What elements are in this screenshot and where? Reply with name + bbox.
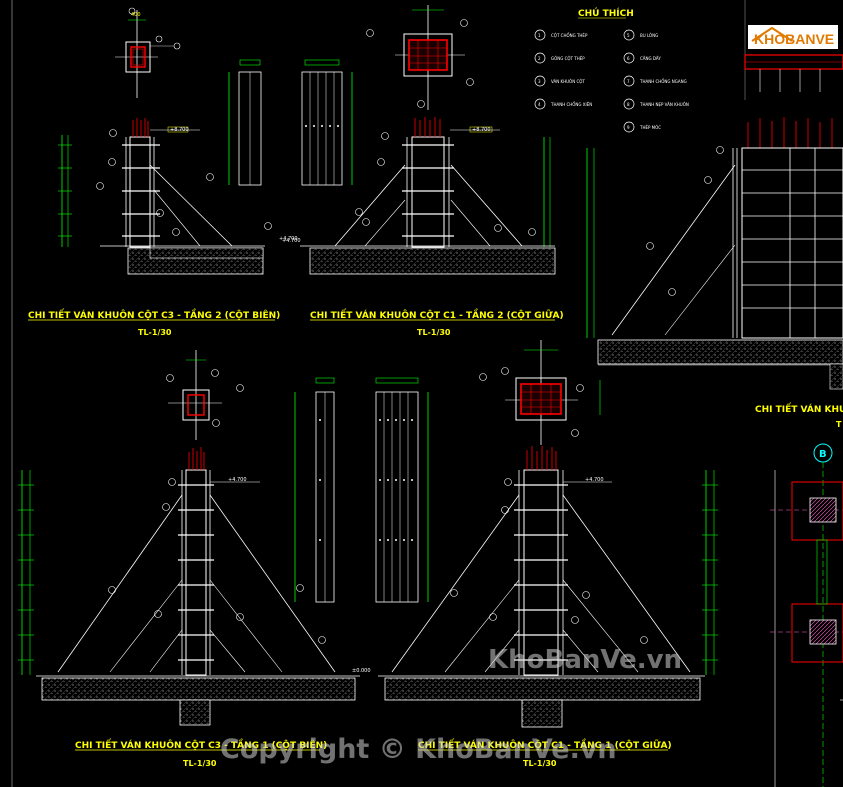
- svg-text:THANH CHỐNG NGANG: THANH CHỐNG NGANG: [639, 79, 687, 84]
- svg-text:1: 1: [538, 33, 541, 38]
- caption-right-mid-scale: T: [836, 420, 842, 429]
- logo-khobanve: KHOBANVE: [748, 25, 838, 49]
- partial-plan-axis-b: B: [770, 443, 843, 787]
- formwork-panels-c3-storey1: [294, 377, 429, 603]
- detail-c3-storey2: 400: [28, 7, 353, 337]
- svg-text:3: 3: [538, 79, 541, 84]
- svg-text:5: 5: [627, 33, 630, 38]
- plan-section-c1-storey2: [366, 5, 474, 110]
- svg-text:8: 8: [627, 102, 630, 107]
- svg-text:THÉP MÓC: THÉP MÓC: [639, 125, 661, 130]
- formwork-panels-c3-storey2: [228, 59, 353, 186]
- watermark-copyright: Copyright © KhoBanVe.vn: [220, 734, 617, 765]
- caption-bottom-mid: CHI TIẾT VÁN KHUÔN CỘT C1 - TẦNG 1 (CỘT …: [418, 738, 672, 751]
- svg-text:GÔNG CỘT THÉP: GÔNG CỘT THÉP: [551, 56, 585, 61]
- level-label-top-left-lower: +4.700: [279, 236, 298, 242]
- elevation-c1-storey1: [378, 446, 718, 728]
- legend-item: 8 THANH NẸP VÁN KHUÔN: [623, 98, 689, 110]
- svg-text:6: 6: [627, 56, 630, 61]
- level-label-top-mid-lower: +4.700: [282, 238, 301, 244]
- caption-bottom-left: CHI TIẾT VÁN KHUÔN CỘT C3 - TẦNG 1 (CỘT …: [75, 738, 327, 751]
- level-label-bottom-left-upper: +4.700: [228, 477, 247, 483]
- svg-text:THANH NẸP VÁN KHUÔN: THANH NẸP VÁN KHUÔN: [639, 102, 689, 107]
- svg-text:7: 7: [627, 79, 630, 84]
- svg-text:9: 9: [627, 125, 630, 130]
- detail-c1-storey1: +4.700 ±0.000 CHI TIẾT VÁN KHUÔN CỘT C1 …: [352, 340, 718, 768]
- svg-text:VÁN KHUÔN CỘT: VÁN KHUÔN CỘT: [551, 79, 585, 84]
- caption-top-mid-scale: TL-1/30: [417, 328, 451, 337]
- plan-section-c3-storey1: [166, 350, 244, 440]
- legend-item: 4 THANH CHỐNG XIÊN: [534, 98, 592, 110]
- level-label-top-left-upper: +8.700: [170, 127, 189, 133]
- caption-top-left: CHI TIẾT VÁN KHUÔN CỘT C3 - TẦNG 2 (CỘT …: [28, 308, 280, 321]
- plan-section-c3-storey2: 400: [115, 7, 181, 98]
- caption-top-left-scale: TL-1/30: [138, 328, 172, 337]
- plan-section-c1-storey1: [479, 340, 601, 445]
- watermark-site: KhoBanVe.vn: [488, 645, 682, 675]
- legend-item: 3 VÁN KHUÔN CỘT: [534, 75, 585, 87]
- svg-text:THANH CHỐNG XIÊN: THANH CHỐNG XIÊN: [550, 102, 592, 107]
- level-label-bottom-ground: ±0.000: [352, 668, 371, 674]
- svg-text:400: 400: [131, 12, 141, 18]
- svg-text:4: 4: [538, 102, 541, 107]
- level-label-bottom-mid-upper: +4.700: [585, 477, 604, 483]
- caption-right-mid: CHI TIẾT VÁN KHUÔ: [755, 402, 843, 415]
- logo-text: KHOBANVE: [754, 31, 834, 47]
- legend-item: 1 CỘT CHỐNG THÉP: [534, 29, 588, 41]
- legend-item: 6 CĂNG DÂY: [623, 52, 661, 64]
- detail-frame-elevation: KHOBANVE CHI TIẾT V: [586, 25, 843, 429]
- svg-text:BU LÔNG: BU LÔNG: [640, 33, 658, 38]
- svg-text:CĂNG DÂY: CĂNG DÂY: [640, 56, 661, 61]
- caption-bottom-mid-scale: TL-1/30: [523, 759, 557, 768]
- level-label-top-mid-upper: +8.700: [472, 127, 491, 133]
- sheet-border-lines: [11, 0, 843, 787]
- caption-top-mid: CHI TIẾT VÁN KHUÔN CỘT C1 - TẦNG 2 (CỘT …: [310, 308, 564, 321]
- legend-item: 5 BU LÔNG: [623, 29, 658, 41]
- legend-item: 7 THANH CHỐNG NGANG: [623, 75, 687, 87]
- legend-title: CHÚ THÍCH: [578, 7, 634, 19]
- grid-axis-label: B: [819, 449, 827, 460]
- legend-item: 9 THÉP MÓC: [623, 121, 661, 133]
- elevation-c3-storey1: [18, 447, 360, 726]
- caption-bottom-left-scale: TL-1/30: [183, 759, 217, 768]
- elevation-c1-storey2: [300, 117, 556, 275]
- svg-text:CỘT CHỐNG THÉP: CỘT CHỐNG THÉP: [551, 33, 588, 38]
- legend-panel: CHÚ THÍCH 1 CỘT CHỐNG THÉP 2 GÔNG CỘT TH…: [534, 7, 689, 133]
- detail-c1-storey2: +8.700 +4.700 CHI TIẾT VÁN KHUÔN CỘT C1 …: [282, 5, 564, 337]
- elevation-c3-storey2: [58, 118, 272, 275]
- detail-c3-storey1: +4.700 CHI TIẾT VÁN KHUÔN CỘT C3 - TẦNG …: [18, 350, 429, 768]
- legend-item: 2 GÔNG CỘT THÉP: [534, 52, 585, 64]
- svg-text:2: 2: [538, 56, 541, 61]
